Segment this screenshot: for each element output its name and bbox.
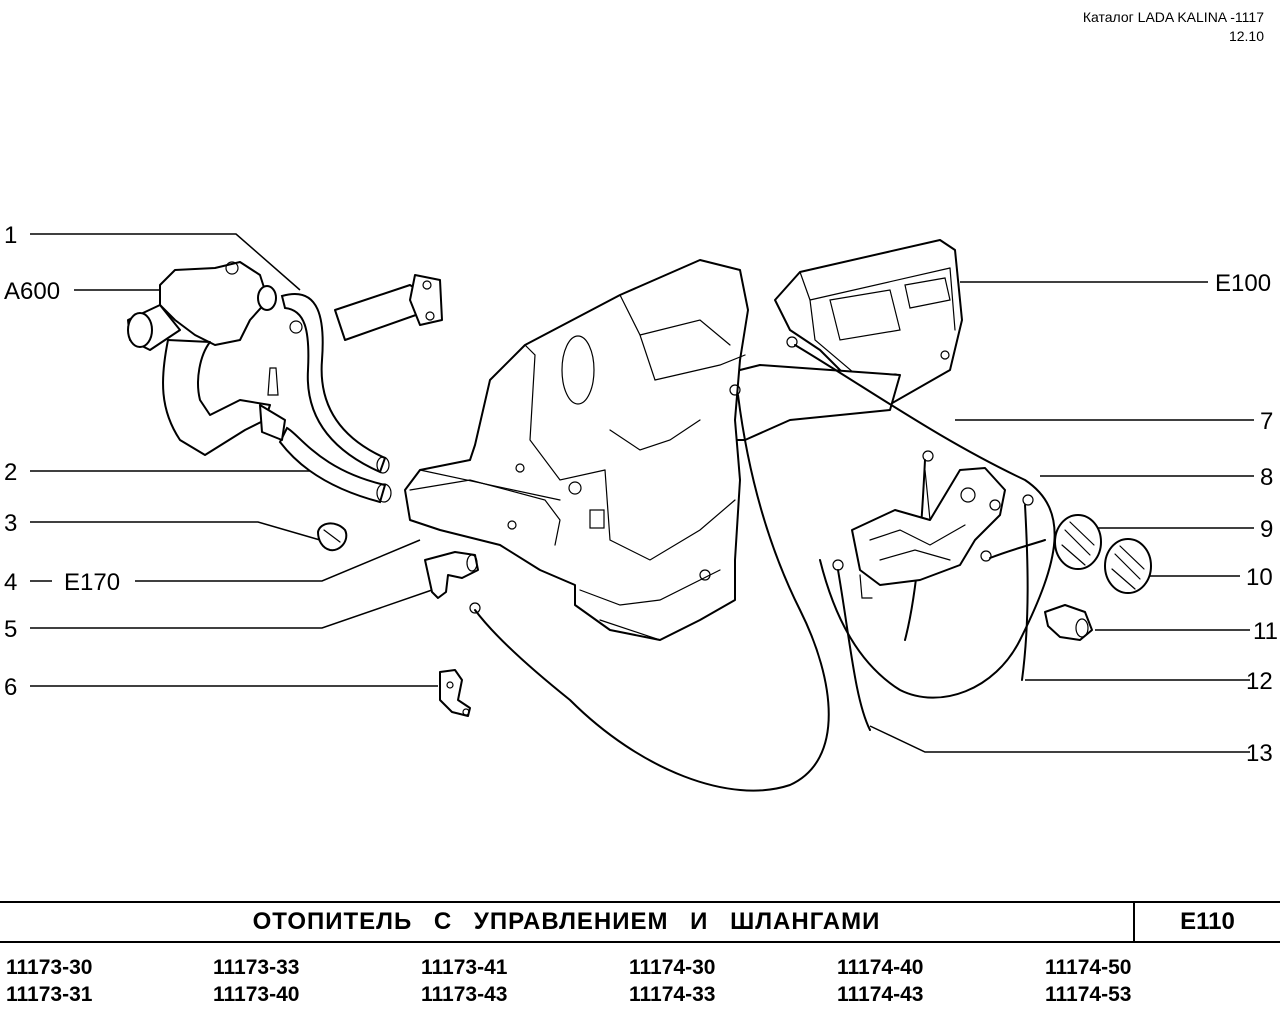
callout-e100: E100	[1215, 270, 1271, 297]
model-code: 11174-33	[629, 983, 716, 1006]
callout-7: 7	[1260, 408, 1273, 435]
callout-1: 1	[4, 222, 17, 249]
callout-8: 8	[1260, 464, 1273, 491]
catalog-header: Каталог LADA KALINA -1117 12.10	[1083, 8, 1264, 46]
callout-11: 11	[1253, 618, 1278, 645]
callout-3: 3	[4, 510, 17, 537]
knob-11	[1044, 604, 1093, 641]
callout-5: 5	[4, 616, 17, 643]
callout-e170: E170	[64, 569, 120, 596]
model-code: 11174-40	[837, 956, 924, 979]
model-code: 11174-50	[1045, 956, 1132, 979]
callout-6: 6	[4, 674, 17, 701]
callout-10: 10	[1246, 564, 1273, 591]
bracket-6	[439, 669, 471, 717]
control-unit-8	[851, 467, 1006, 599]
model-code: 11174-43	[837, 983, 924, 1006]
hose-2	[278, 426, 392, 504]
knob-9	[1054, 514, 1102, 570]
model-code: 11173-40	[213, 983, 300, 1006]
section-code: E110	[1180, 908, 1235, 935]
model-code: 11173-43	[421, 983, 508, 1006]
title-bar: ОТОПИТЕЛЬ С УПРАВЛЕНИЕМ И ШЛАНГАМИ E110	[0, 901, 1280, 943]
damper-lever-5	[424, 551, 479, 599]
model-code: 11173-31	[6, 983, 93, 1006]
catalog-title: Каталог LADA KALINA -1117	[1082, 9, 1264, 25]
callout-2: 2	[4, 459, 17, 486]
knob-10	[1104, 538, 1152, 594]
catalog-page-number: 12.10	[1228, 28, 1264, 44]
title-divider	[1133, 903, 1135, 941]
model-code: 11173-41	[421, 956, 508, 979]
callout-a600: A600	[4, 278, 60, 305]
model-code: 11173-33	[213, 956, 300, 979]
thermostat-pipe-a600	[127, 261, 443, 456]
model-code: 11173-30	[6, 956, 93, 979]
callout-9: 9	[1260, 516, 1273, 543]
callout-12: 12	[1246, 668, 1273, 695]
callout-13: 13	[1246, 740, 1273, 767]
clamp-3	[317, 522, 348, 552]
radiator-e100	[774, 239, 963, 411]
heater-housing	[404, 259, 749, 641]
model-code: 11174-30	[629, 956, 716, 979]
heater-assembly-diagram: 1 A600 2 3 4 E170 5 6 E100 7 8 9 10 11 1…	[4, 222, 1278, 792]
model-code: 11174-53	[1045, 983, 1132, 1006]
leader-lines-right	[869, 281, 1254, 753]
callout-4: 4	[4, 569, 17, 596]
hose-1	[280, 293, 390, 474]
page-title: ОТОПИТЕЛЬ С УПРАВЛЕНИЕМ И ШЛАНГАМИ	[252, 908, 881, 935]
